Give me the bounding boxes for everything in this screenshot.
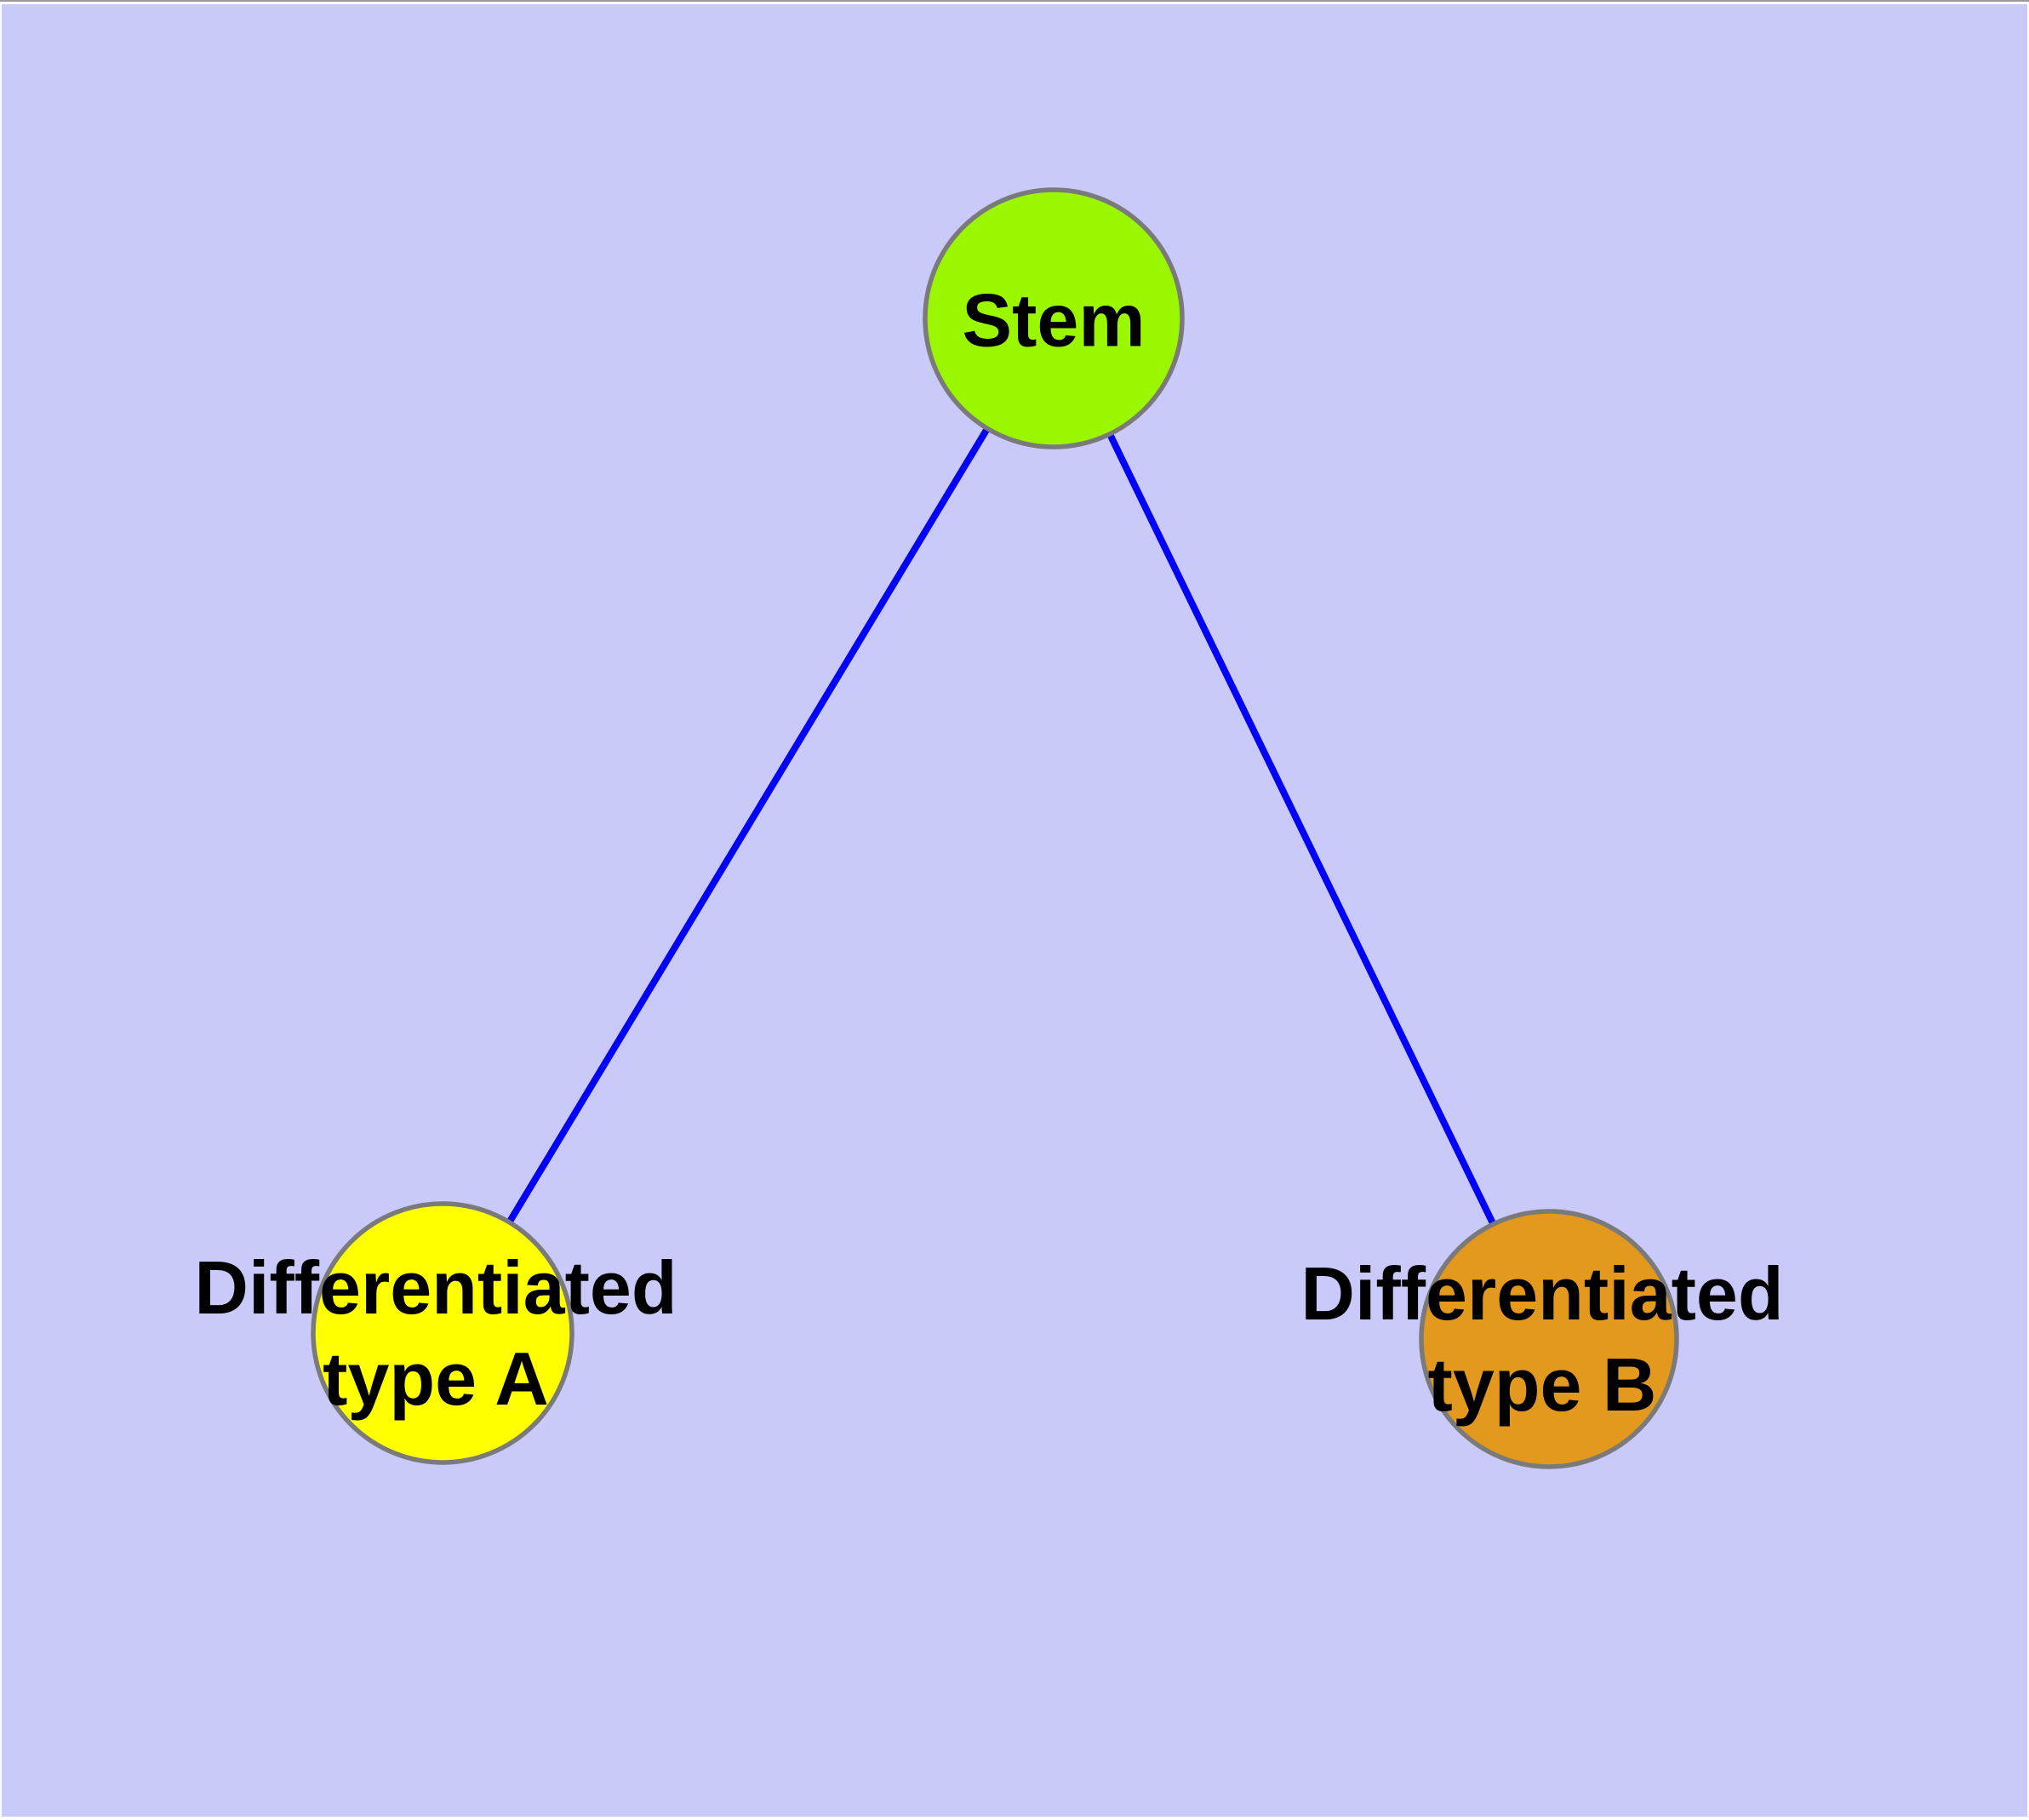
node-differentiated-type-b[interactable] — [1419, 1209, 1679, 1469]
node-stem[interactable] — [923, 187, 1185, 449]
edge-stem-to-type-b — [1050, 317, 1552, 1341]
top-edge-hairline — [0, 0, 2029, 2]
edge-stem-to-type-a — [439, 316, 1057, 1336]
node-differentiated-type-a[interactable] — [311, 1201, 574, 1465]
